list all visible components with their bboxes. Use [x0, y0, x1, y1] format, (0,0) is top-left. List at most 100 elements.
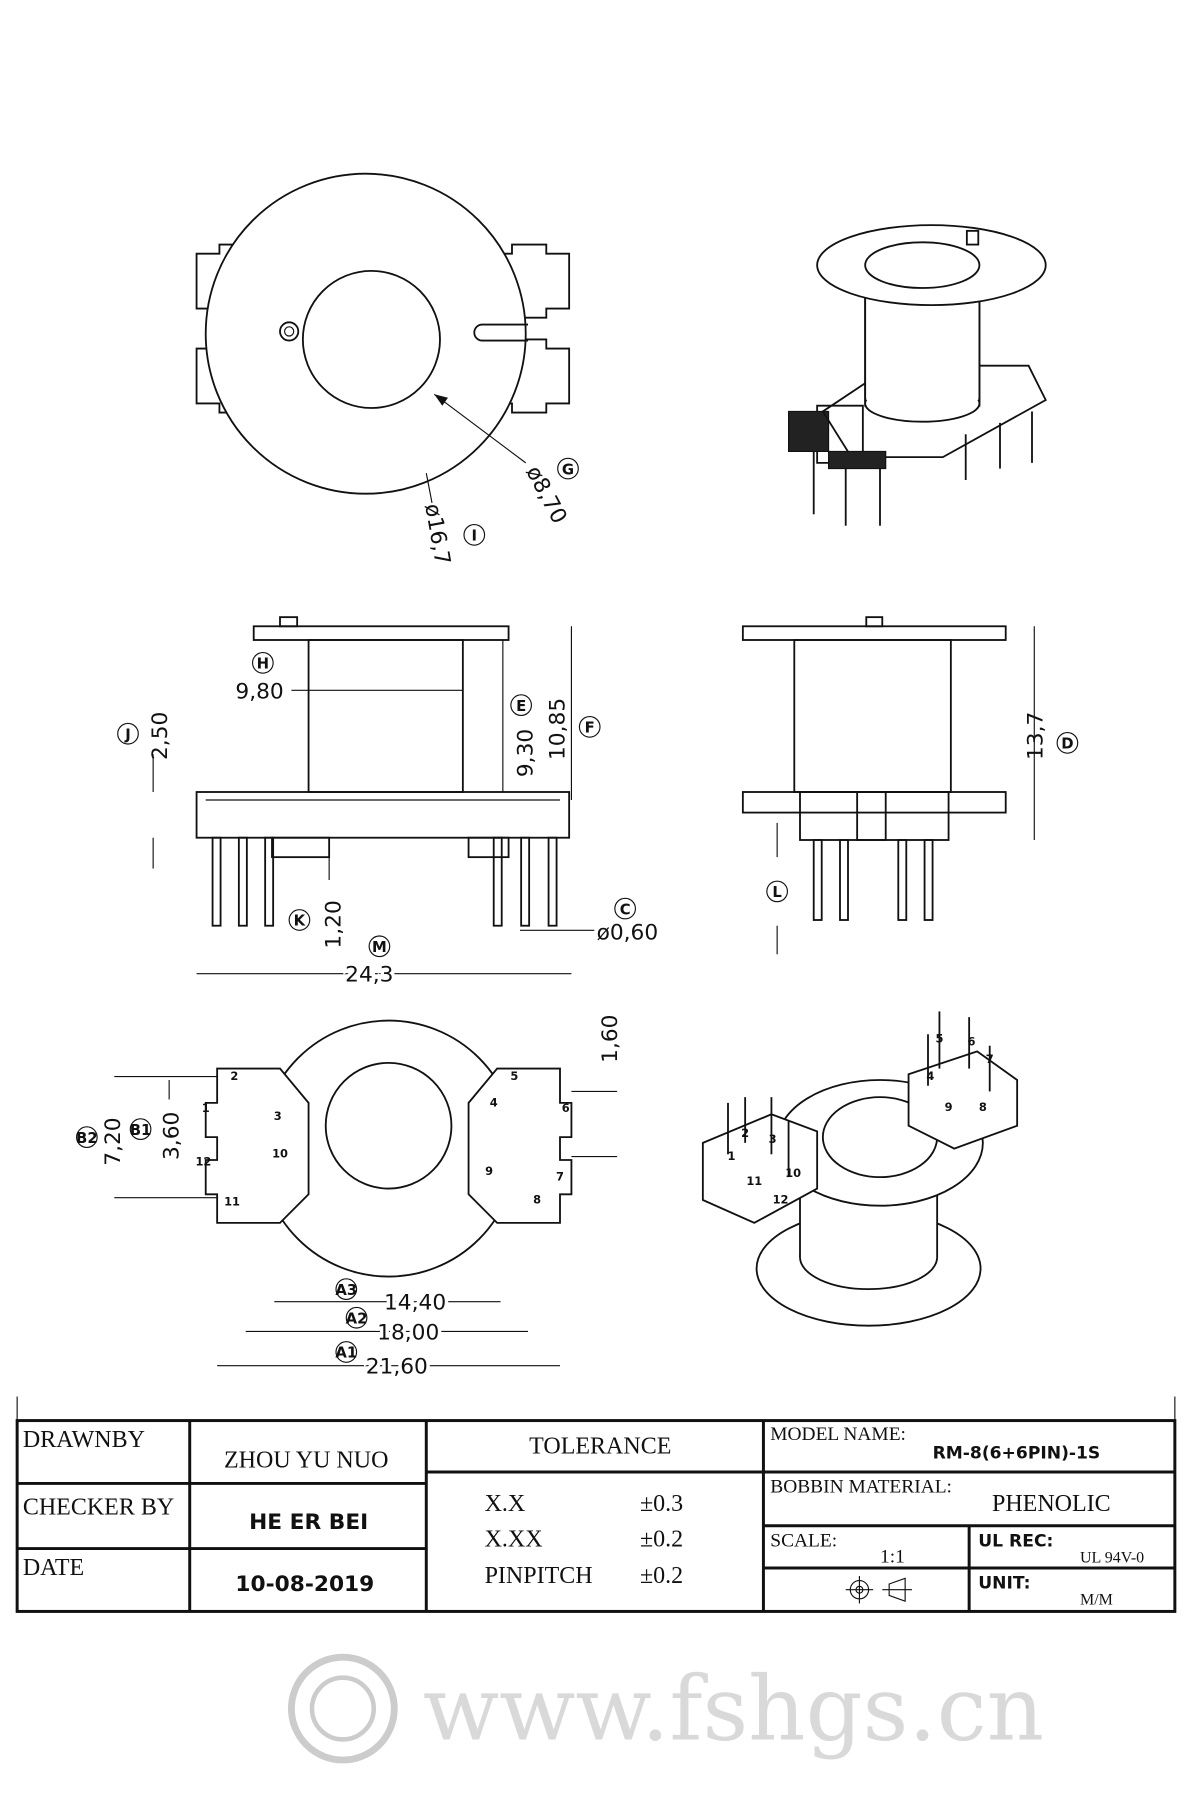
dim-d: 13,7 — [1023, 712, 1048, 760]
iso-b-pin-labels: 1 2 3 4 5 6 7 8 9 10 11 12 — [727, 1031, 993, 1206]
svg-text:8: 8 — [979, 1100, 987, 1114]
drawn-by-label: DRAWNBY — [23, 1427, 145, 1453]
tag-k: K — [294, 912, 306, 930]
top-view: ø8,70 G ø16,7 I — [195, 172, 579, 567]
isometric-view-top — [788, 224, 1047, 526]
tolerance-format: X.XX — [485, 1526, 543, 1552]
front-top-flange — [741, 625, 1007, 641]
side-pins — [211, 836, 558, 927]
tag-d: D — [1061, 735, 1073, 753]
iso-b-pins — [727, 1011, 991, 1178]
dim-h: 9,80 — [235, 679, 283, 704]
title-block-border — [15, 1419, 1177, 1613]
tolerance-label: TOLERANCE — [529, 1434, 671, 1460]
svg-text:3: 3 — [274, 1109, 282, 1123]
tag-g: G — [562, 460, 574, 478]
locating-hole-inner — [283, 326, 295, 337]
dim-b2: 7,20 — [101, 1117, 126, 1165]
svg-text:12: 12 — [195, 1155, 211, 1169]
drawn-by-value: ZHOU YU NUO — [224, 1447, 388, 1473]
svg-text:7: 7 — [556, 1170, 564, 1184]
tolerance-value: ±0.3 — [640, 1491, 683, 1517]
watermark-text: www.fshgs.cn — [423, 1657, 1044, 1761]
svg-text:5: 5 — [510, 1069, 518, 1083]
svg-text:9: 9 — [485, 1164, 493, 1178]
tag-a2: A2 — [346, 1309, 368, 1327]
tag-c: C — [620, 900, 631, 918]
svg-text:11: 11 — [746, 1174, 762, 1188]
material-label: BOBBIN MATERIAL: — [770, 1477, 952, 1498]
svg-text:10: 10 — [785, 1166, 801, 1180]
side-top-flange — [252, 625, 510, 641]
tolerance-value: ±0.2 — [640, 1526, 683, 1552]
svg-text:10: 10 — [272, 1147, 288, 1161]
iso-base-block — [788, 410, 830, 452]
svg-text:1: 1 — [727, 1149, 735, 1163]
front-core — [793, 639, 952, 793]
front-center-slot — [856, 791, 887, 841]
svg-text:3: 3 — [769, 1132, 777, 1146]
bottom-left-block — [204, 1067, 310, 1224]
side-view: H 9,80 9,30 E 10,85 F 2,50 J 1,20 K C ø0… — [117, 616, 659, 949]
leader-g — [433, 393, 527, 464]
dim-c: ø0,60 — [597, 920, 659, 945]
tolerance-format: PINPITCH — [485, 1563, 593, 1589]
tag-l-circle — [766, 880, 788, 903]
flange-slot — [473, 323, 528, 342]
dim-pitch: 1,60 — [598, 1015, 623, 1063]
tag-e: E — [516, 697, 526, 715]
bottom-pin-labels: 1 2 3 4 5 6 7 8 9 10 11 12 — [195, 1069, 569, 1209]
svg-text:2: 2 — [230, 1069, 238, 1083]
tag-b2: B2 — [76, 1129, 98, 1147]
ul-label: UL REC: — [978, 1531, 1053, 1551]
svg-text:9: 9 — [945, 1100, 953, 1114]
watermark: www.fshgs.cn — [288, 1653, 1044, 1764]
dim-a1: 21,60 — [366, 1355, 428, 1380]
bottom-right-block — [467, 1067, 573, 1224]
dim-m: 24,3 — [345, 963, 393, 988]
title-block: DRAWNBY ZHOU YU NUO CHECKER BY HE ER BEI… — [15, 1396, 1177, 1613]
side-peg — [279, 616, 299, 628]
side-tab-right — [467, 836, 510, 859]
svg-text:6: 6 — [967, 1035, 975, 1049]
watermark-logo — [288, 1653, 398, 1764]
tag-l: L — [772, 883, 782, 901]
inner-bore — [301, 269, 441, 409]
svg-text:4: 4 — [926, 1069, 934, 1083]
front-peg — [865, 616, 884, 628]
svg-text:4: 4 — [490, 1095, 498, 1109]
checker-label: CHECKER BY — [23, 1494, 174, 1520]
side-tab-left — [271, 836, 331, 859]
tag-b1: B1 — [130, 1121, 152, 1139]
tag-a2-circle — [345, 1306, 368, 1329]
outer-flange — [204, 172, 527, 495]
svg-text:1: 1 — [202, 1101, 210, 1115]
tag-b1-circle — [129, 1118, 152, 1140]
tag-a3-circle — [335, 1278, 358, 1300]
unit-label: UNIT: — [978, 1574, 1030, 1594]
tag-m-circle — [368, 935, 391, 958]
tag-a1-circle — [335, 1341, 358, 1363]
iso-bore — [864, 241, 981, 289]
tag-i-circle — [463, 523, 486, 546]
material-value: PHENOLIC — [992, 1491, 1111, 1517]
scale-label: SCALE: — [770, 1530, 837, 1551]
tag-b2-circle — [75, 1126, 98, 1148]
svg-text:5: 5 — [935, 1031, 943, 1045]
side-base — [195, 791, 571, 839]
watermark-logo-inner — [309, 1675, 376, 1742]
projection-symbol-icon — [845, 1576, 912, 1604]
dim-a2: 18,00 — [377, 1320, 439, 1345]
tag-f-circle — [578, 715, 601, 738]
front-pins — [812, 839, 934, 921]
locating-hole — [279, 321, 300, 342]
tag-k-circle — [288, 909, 311, 931]
date-value: 10-08-2019 — [235, 1572, 374, 1597]
tag-a1: A1 — [335, 1344, 357, 1362]
iso-peg — [965, 229, 980, 246]
tag-h-circle — [251, 651, 274, 674]
tolerance-format: X.X — [485, 1491, 526, 1517]
tag-g-circle — [557, 457, 579, 480]
dim-j: 2,50 — [148, 712, 173, 760]
